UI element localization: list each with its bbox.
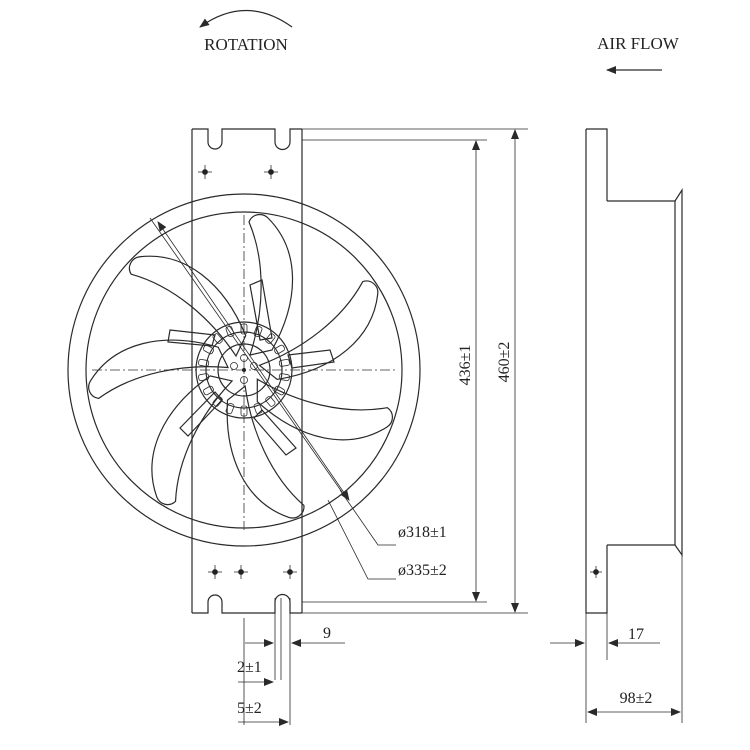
- air-flow-indicator: AIR FLOW: [597, 34, 680, 74]
- side-mounting-hole: [590, 566, 602, 578]
- rotation-label: ROTATION: [204, 35, 288, 54]
- rotation-indicator: ROTATION: [199, 10, 293, 54]
- vertical-dimensions: 436±1 460±2: [302, 128, 528, 614]
- dimension-17-label: 17: [628, 626, 644, 643]
- side-view: 17 98±2: [550, 128, 683, 723]
- diameter-335-label: ø335±2: [398, 562, 447, 579]
- dimension-98-label: 98±2: [620, 690, 653, 707]
- dimension-436-label: 436±1: [457, 345, 474, 386]
- mounting-holes: [198, 165, 297, 579]
- air-flow-label: AIR FLOW: [597, 34, 680, 53]
- diameter-318-label: ø318±1: [398, 524, 447, 541]
- mounting-plate: [191, 128, 303, 614]
- diameter-dimension-lines: [149, 217, 396, 580]
- dimension-5-label: 5±2: [237, 700, 262, 717]
- dimension-2-label: 2±1: [237, 659, 262, 676]
- bottom-dimensions-front: 9 2±1 5±2: [237, 598, 345, 726]
- dimension-460-label: 460±2: [496, 342, 513, 383]
- front-view: ø318±1 ø335±2: [67, 128, 447, 614]
- rotation-arrow-icon: [199, 10, 293, 28]
- dimension-9-label: 9: [323, 625, 331, 642]
